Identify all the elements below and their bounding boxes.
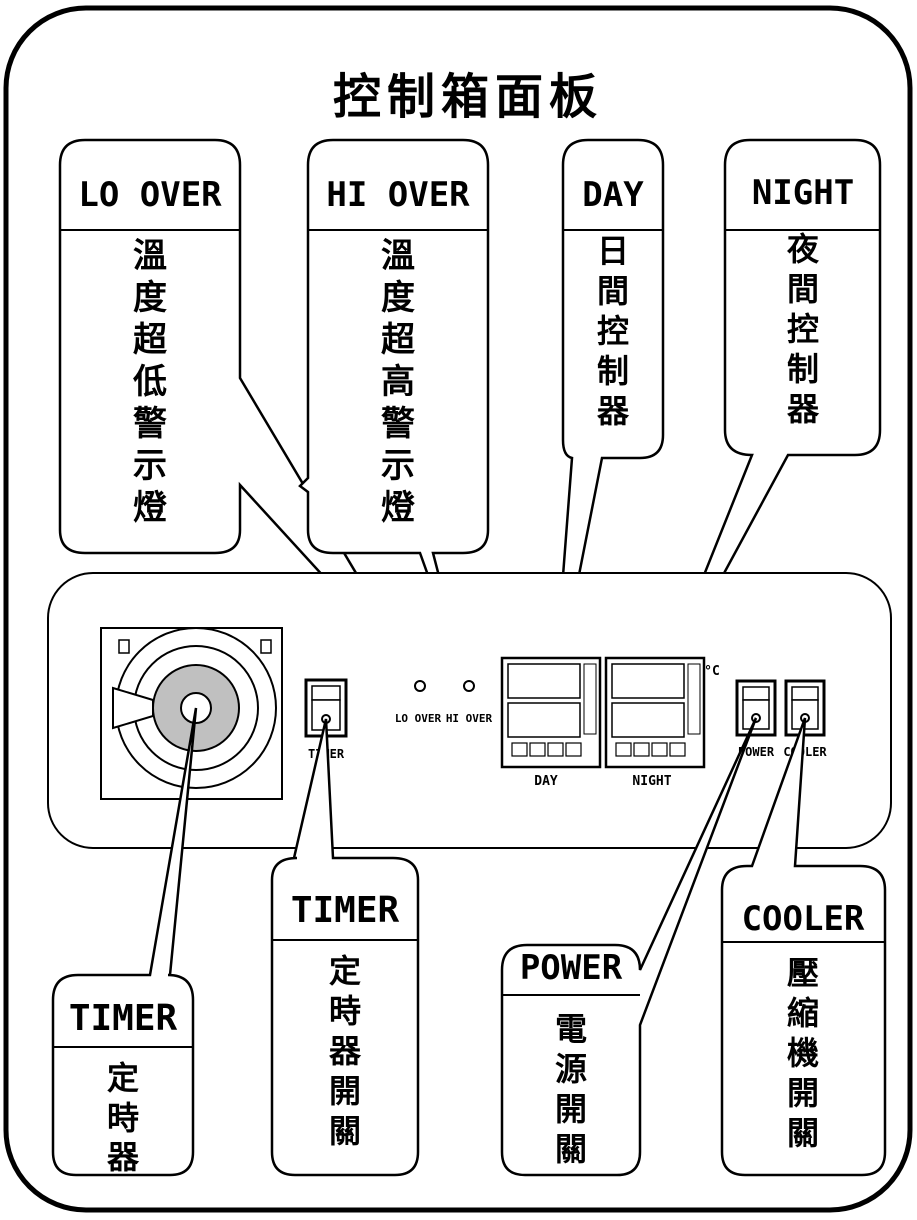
day-char: 間 <box>597 272 629 310</box>
callout-day-header: DAY <box>582 175 644 215</box>
timer-dial[interactable] <box>100 627 283 800</box>
cooler-char: 縮 <box>787 994 819 1032</box>
callout-timer-dial-desc: 定 時 器 <box>106 1059 140 1176</box>
callout-timer-switch-header: TIMER <box>291 890 400 931</box>
power-char: 開 <box>555 1090 587 1128</box>
callout-timer-switch: TIMER 定 時 器 開 關 <box>270 718 420 1177</box>
power-panel-label: POWER <box>738 745 775 759</box>
callout-night: NIGHT 夜 間 控 制 器 <box>648 138 882 711</box>
callout-night-header: NIGHT <box>752 173 854 213</box>
night-controller[interactable] <box>604 656 706 769</box>
night-panel-label: NIGHT <box>632 774 671 789</box>
hi-over-lamp <box>463 680 475 692</box>
timer-dial-char: 定 <box>107 1059 139 1097</box>
cooler-char: 壓 <box>787 954 819 992</box>
lo-over-char: 警 <box>133 404 167 444</box>
cooler-char: 關 <box>787 1114 819 1152</box>
callout-lo-over-desc: 溫 度 超 低 警 示 燈 <box>133 236 168 528</box>
lo-over-char: 示 <box>133 446 167 486</box>
night-char: 器 <box>786 390 820 428</box>
lo-over-char: 低 <box>133 362 167 402</box>
night-char: 制 <box>787 350 819 388</box>
night-char: 間 <box>787 270 819 308</box>
degree-symbol: °C <box>704 664 720 679</box>
cooler-char: 機 <box>787 1034 819 1072</box>
callout-day-desc: 日 間 控 制 器 <box>596 232 630 430</box>
lo-over-char: 度 <box>133 278 167 318</box>
hi-over-char: 超 <box>381 320 416 360</box>
timer-switch-char: 時 <box>329 992 361 1030</box>
callout-day: DAY 日 間 控 制 器 <box>551 138 665 708</box>
day-controller[interactable] <box>500 656 602 769</box>
night-char: 夜 <box>786 230 820 268</box>
lo-over-panel-label: LO OVER <box>395 712 442 725</box>
hi-over-panel-label: HI OVER <box>446 712 493 725</box>
callout-night-desc: 夜 間 控 制 器 <box>786 230 820 428</box>
cooler-char: 開 <box>787 1074 819 1112</box>
hi-over-char: 溫 <box>381 236 415 276</box>
day-char: 控 <box>597 312 629 350</box>
day-char: 器 <box>596 392 630 430</box>
timer-dial-char: 器 <box>106 1138 140 1176</box>
lo-over-char: 溫 <box>133 236 167 276</box>
timer-switch-char: 關 <box>329 1112 361 1150</box>
callout-power-desc: 電 源 開 關 <box>555 1010 587 1168</box>
power-char: 電 <box>555 1010 587 1048</box>
callout-power-header: POWER <box>520 948 623 988</box>
lo-over-char: 超 <box>133 320 168 360</box>
callout-timer-dial: TIMER 定 時 器 <box>51 707 198 1177</box>
hi-over-char: 度 <box>381 278 415 318</box>
day-char: 日 <box>597 232 629 270</box>
callout-hi-over-header: HI OVER <box>326 175 470 215</box>
device-panel: TIMER LO OVER HI OVER DAY <box>47 572 892 849</box>
callout-hi-over-desc: 溫 度 超 高 警 示 燈 <box>381 236 416 528</box>
callout-power: POWER 電 源 開 關 <box>500 717 758 1177</box>
callout-hi-over: HI OVER 溫 度 超 高 警 示 燈 <box>298 138 490 685</box>
hi-over-char: 警 <box>381 404 415 444</box>
power-switch[interactable] <box>735 679 777 737</box>
page-title: 控制箱面板 <box>333 69 603 125</box>
lo-over-lamp <box>414 680 426 692</box>
callout-timer-switch-desc: 定 時 器 開 關 <box>328 952 362 1150</box>
callout-timer-dial-header: TIMER <box>69 998 178 1039</box>
hi-over-char: 示 <box>381 446 415 486</box>
callout-lo-over-header: LO OVER <box>78 175 222 215</box>
power-char: 關 <box>555 1130 587 1168</box>
day-char: 制 <box>597 352 629 390</box>
timer-switch-char: 定 <box>329 952 361 990</box>
timer-switch-char: 開 <box>329 1072 361 1110</box>
timer-switch-char: 器 <box>328 1032 362 1070</box>
hi-over-char: 燈 <box>381 488 415 528</box>
callout-cooler-header: COOLER <box>742 899 865 939</box>
callout-cooler-desc: 壓 縮 機 開 關 <box>787 954 819 1152</box>
day-panel-label: DAY <box>534 774 558 789</box>
lo-over-char: 燈 <box>133 488 167 528</box>
night-char: 控 <box>787 310 819 348</box>
callout-cooler: COOLER 壓 縮 機 開 關 <box>720 717 887 1177</box>
power-char: 源 <box>555 1050 587 1088</box>
hi-over-char: 高 <box>381 362 415 402</box>
timer-dial-char: 時 <box>107 1099 139 1137</box>
